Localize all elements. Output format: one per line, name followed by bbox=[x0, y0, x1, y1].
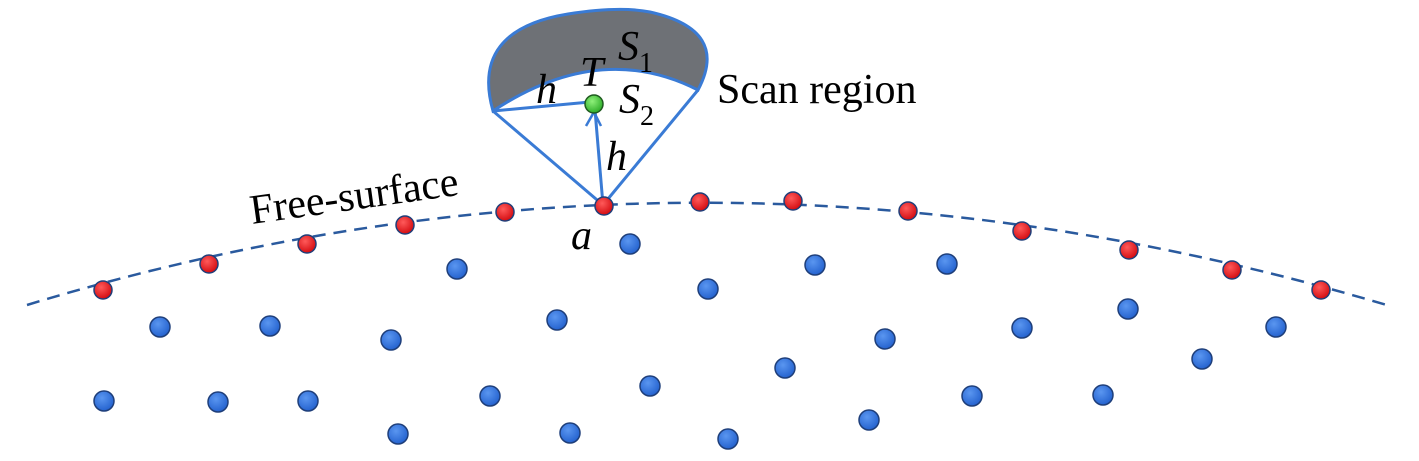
interior-particle-11 bbox=[1011, 317, 1033, 339]
interior-particle-16 bbox=[93, 390, 115, 412]
free-surface-label: Free-surface bbox=[247, 159, 461, 234]
interior-particle-18 bbox=[297, 390, 319, 412]
interior-particle-19 bbox=[479, 385, 501, 407]
arrow-marks-icon bbox=[584, 111, 603, 127]
surface-particle-11 bbox=[1119, 240, 1139, 260]
interior-particle-8 bbox=[380, 329, 402, 351]
label-S1: S1 bbox=[618, 24, 653, 79]
surface-particle-1 bbox=[93, 280, 113, 300]
label-h-right: h bbox=[606, 134, 627, 180]
scan-region-label: Scan region bbox=[717, 67, 916, 113]
interior-particle-24 bbox=[387, 423, 409, 445]
interior-particle-7 bbox=[259, 315, 281, 337]
interior-particle-10 bbox=[874, 328, 896, 350]
interior-particle-6 bbox=[149, 316, 171, 338]
interior-particle-23 bbox=[858, 409, 880, 431]
interior-particle-5 bbox=[697, 278, 719, 300]
interior-particle-1 bbox=[446, 258, 468, 280]
interior-particle-2 bbox=[619, 233, 641, 255]
interior-particle-22 bbox=[1092, 384, 1114, 406]
interior-particle-15 bbox=[774, 357, 796, 379]
surface-particle-8 bbox=[783, 191, 803, 211]
surface-particle-12 bbox=[1222, 260, 1242, 280]
interior-particle-20 bbox=[639, 375, 661, 397]
interior-particle-26 bbox=[717, 428, 739, 450]
target-particle-T bbox=[584, 94, 604, 114]
surface-particle-9 bbox=[898, 201, 918, 221]
label-a: a bbox=[571, 213, 592, 259]
interior-particles bbox=[93, 233, 1287, 450]
interior-particle-3 bbox=[804, 254, 826, 276]
surface-particle-7 bbox=[690, 192, 710, 212]
interior-particle-4 bbox=[936, 253, 958, 275]
surface-particle-3 bbox=[297, 234, 317, 254]
surface-particle-6 bbox=[594, 196, 614, 216]
surface-particle-10 bbox=[1012, 221, 1032, 241]
surface-particles bbox=[93, 191, 1331, 300]
label-T: T bbox=[580, 50, 606, 96]
interior-particle-21 bbox=[961, 385, 983, 407]
interior-particle-25 bbox=[559, 422, 581, 444]
interior-particle-14 bbox=[1191, 348, 1213, 370]
interior-particle-17 bbox=[207, 391, 229, 413]
scan-region-s1-shaded bbox=[487, 7, 709, 114]
label-S2: S2 bbox=[619, 77, 654, 132]
surface-particle-2 bbox=[199, 254, 219, 274]
scan-region-lines bbox=[492, 89, 700, 207]
surface-particle-13 bbox=[1311, 280, 1331, 300]
interior-particle-13 bbox=[1265, 316, 1287, 338]
interior-particle-12 bbox=[1117, 298, 1139, 320]
label-h-left: h bbox=[536, 67, 557, 113]
interior-particle-9 bbox=[546, 309, 568, 331]
surface-particle-4 bbox=[395, 215, 415, 235]
surface-particle-5 bbox=[495, 202, 515, 222]
